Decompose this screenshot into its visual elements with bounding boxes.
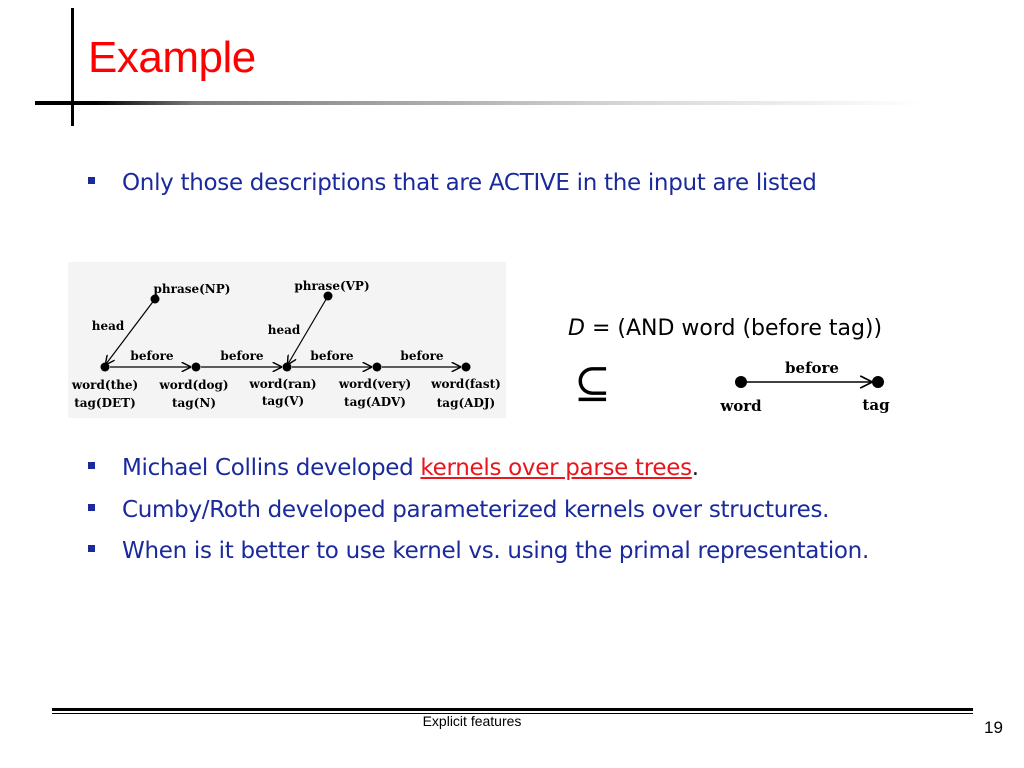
tag-label: tag <box>862 396 890 414</box>
phrase-np-label: phrase(NP) <box>154 282 231 296</box>
word-label-ran: word(ran) <box>248 377 316 391</box>
tag-node <box>872 376 884 388</box>
bullet-active-descriptions: Only those descriptions that are ACTIVE … <box>88 170 817 196</box>
bullet-text: Cumby/Roth developed parameterized kerne… <box>122 497 830 523</box>
page-number: 19 <box>984 718 1003 737</box>
bullet-prefix: Michael Collins developed <box>122 455 421 481</box>
bullet-text: When is it better to use kernel vs. usin… <box>122 538 869 564</box>
tag-label-adv: tag(ADV) <box>344 395 406 409</box>
bullet-kernel-vs-primal: When is it better to use kernel vs. usin… <box>88 538 869 564</box>
tag-label-v: tag(V) <box>262 394 304 408</box>
before-label-1: before <box>130 349 174 363</box>
subset-symbol: ⊆ <box>574 358 611 409</box>
bullet-square-icon <box>88 462 95 469</box>
word-label-very: word(very) <box>338 377 411 391</box>
phrase-vp-label: phrase(VP) <box>294 279 369 293</box>
word-label-dog: word(dog) <box>158 378 228 392</box>
kernels-parse-trees-link[interactable]: kernels over parse trees <box>420 455 692 481</box>
parse-tree-figure: phrase(NP) phrase(VP) head head before b… <box>68 262 506 418</box>
formula-rest: = (AND word (before tag)) <box>584 316 883 341</box>
bullet-square-icon <box>88 545 95 552</box>
before-label-3: before <box>310 349 354 363</box>
title-horizontal-rule <box>35 101 925 105</box>
head-label-vp: head <box>268 323 301 337</box>
formula-d: D <box>568 316 585 341</box>
bullet-michael-collins: Michael Collins developed kernels over p… <box>88 455 699 481</box>
bullet-cumby-roth: Cumby/Roth developed parameterized kerne… <box>88 497 830 523</box>
footer-rule-thin <box>52 713 973 714</box>
bullet-suffix: . <box>691 455 699 481</box>
footer-rule-thick <box>52 708 973 711</box>
slide-title: Example <box>88 33 256 82</box>
bullet-square-icon <box>88 504 95 511</box>
head-edge-np <box>106 298 156 364</box>
word-node-very <box>372 362 382 372</box>
tag-label-adj: tag(ADJ) <box>437 396 495 410</box>
word-before-tag-graph: before word tag <box>719 359 890 415</box>
word-label-the: word(the) <box>71 378 138 392</box>
tag-label-n: tag(N) <box>172 396 216 410</box>
bullet-text: Only those descriptions that are ACTIVE … <box>122 170 817 196</box>
word-label-fast: word(fast) <box>430 377 501 391</box>
word-node <box>735 376 747 388</box>
title-vertical-rule <box>71 8 74 126</box>
word-node-fast <box>461 362 471 372</box>
head-edge-vp <box>288 295 329 364</box>
word-node-the <box>100 362 110 372</box>
parse-tree-svg: phrase(NP) phrase(VP) head head before b… <box>71 279 501 410</box>
word-node-dog <box>191 362 201 372</box>
before-label-4: before <box>400 349 444 363</box>
word-label: word <box>719 397 762 415</box>
footer-title: Explicit features <box>422 713 522 729</box>
bullet-square-icon <box>88 177 95 184</box>
before-label: before <box>785 359 839 377</box>
before-label-2: before <box>220 349 264 363</box>
feature-formula: D = (AND word (before tag)) <box>568 316 882 341</box>
head-label-np: head <box>92 319 125 333</box>
word-node-ran <box>282 362 292 372</box>
tag-label-det: tag(DET) <box>74 396 136 410</box>
